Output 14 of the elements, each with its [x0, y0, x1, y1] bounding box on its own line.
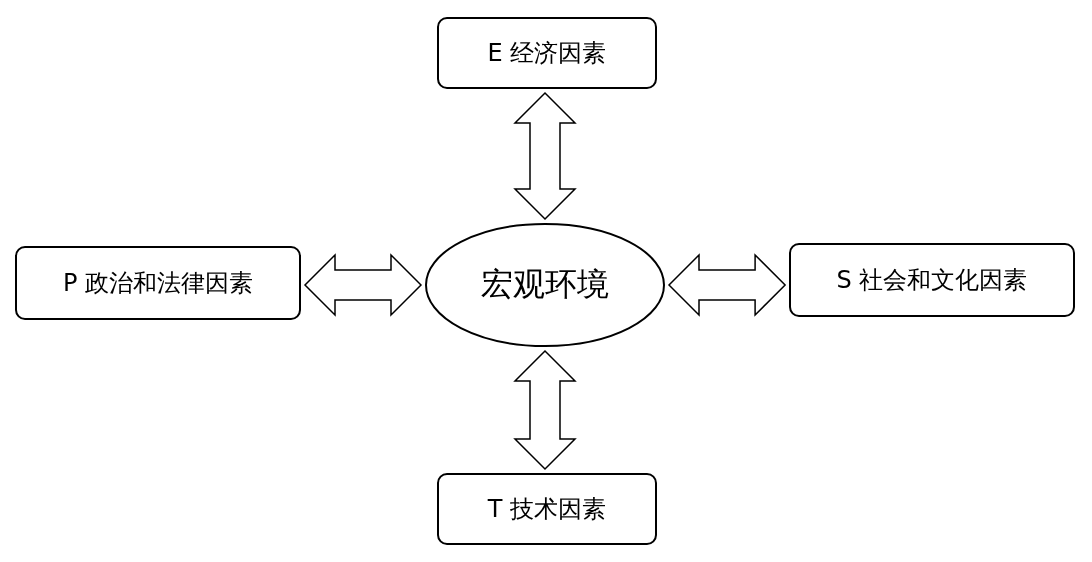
factor-box [15, 246, 301, 320]
node-label: S 社会和文化因素 [836, 265, 1028, 296]
node-label: P 政治和法律因素 [62, 268, 254, 299]
node-label: T 技术因素 [487, 494, 607, 525]
factor-box [789, 243, 1075, 317]
double-block-arrow [513, 91, 577, 221]
factor-box [437, 17, 657, 89]
double-block-arrow [513, 349, 577, 471]
node-label: E 经济因素 [487, 38, 607, 69]
double-block-arrow [667, 253, 787, 317]
double-block-arrow [303, 253, 423, 317]
ellipse-node [425, 223, 665, 347]
node-label: 宏观环境 [481, 264, 609, 305]
factor-box [437, 473, 657, 545]
